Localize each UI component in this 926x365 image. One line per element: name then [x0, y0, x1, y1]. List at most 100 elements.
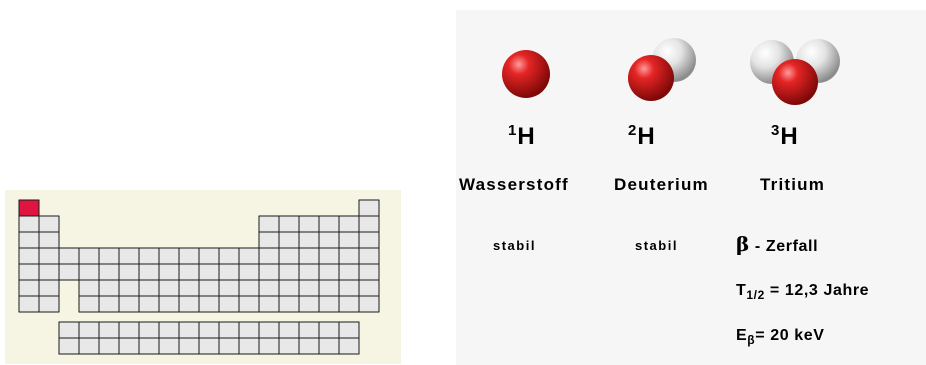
- protium-symbol: 1H: [508, 119, 535, 149]
- isotope-panel: 1H 2H 3H Wasserstoff Deuterium Tritium s…: [456, 10, 926, 365]
- element-cell: [319, 232, 339, 248]
- deuterium-name: Deuterium: [614, 175, 709, 195]
- element-cell: [139, 280, 159, 296]
- element-cell: [99, 264, 119, 280]
- f-block-cell: [319, 338, 339, 354]
- element-cell: [119, 248, 139, 264]
- proton-sphere: [502, 50, 550, 98]
- element-cell: [159, 296, 179, 312]
- element-cell: [239, 296, 259, 312]
- deuterium-stability: stabil: [635, 238, 678, 254]
- f-block-cell: [139, 322, 159, 338]
- half-life-symbol: T: [736, 282, 746, 299]
- f-block-cell: [99, 338, 119, 354]
- f-block-cell: [139, 338, 159, 354]
- element-cell: [319, 296, 339, 312]
- deuterium-atom-illustration: [624, 36, 704, 108]
- element-cell: [279, 232, 299, 248]
- f-block-cell: [219, 322, 239, 338]
- element-cell: [119, 264, 139, 280]
- element-cell: [359, 264, 379, 280]
- element-cell: [279, 264, 299, 280]
- element-cell: [39, 216, 59, 232]
- f-block-cell: [159, 322, 179, 338]
- element-cell: [39, 248, 59, 264]
- element-cell: [279, 216, 299, 232]
- element-cell: [359, 296, 379, 312]
- element-cell: [219, 280, 239, 296]
- element-cell: [199, 296, 219, 312]
- element-cell: [179, 296, 199, 312]
- f-block-cell: [239, 322, 259, 338]
- f-block-cell: [159, 338, 179, 354]
- proton-sphere: [628, 55, 674, 101]
- element-cell: [339, 296, 359, 312]
- element-cell: [299, 216, 319, 232]
- f-block-cell: [319, 322, 339, 338]
- element-symbol: H: [517, 123, 534, 150]
- f-block-cell: [99, 322, 119, 338]
- element-cell: [139, 248, 159, 264]
- element-cell: [19, 264, 39, 280]
- tritium-atom-illustration: [748, 36, 848, 110]
- f-block-cell: [79, 322, 99, 338]
- element-cell: [239, 264, 259, 280]
- element-cell: [319, 216, 339, 232]
- element-cell: [359, 280, 379, 296]
- element-cell: [359, 248, 379, 264]
- element-cell: [339, 264, 359, 280]
- element-cell: [279, 248, 299, 264]
- element-cell: [79, 248, 99, 264]
- element-cell: [179, 248, 199, 264]
- element-cell: [259, 296, 279, 312]
- mass-number: 3: [771, 122, 779, 139]
- f-block-cell: [59, 322, 79, 338]
- element-cell: [199, 264, 219, 280]
- element-cell: [79, 296, 99, 312]
- element-cell: [99, 280, 119, 296]
- element-cell: [159, 280, 179, 296]
- element-cell: [259, 248, 279, 264]
- element-cell: [179, 280, 199, 296]
- element-cell: [39, 296, 59, 312]
- half-life-value: = 12,3 Jahre: [765, 282, 869, 299]
- element-cell: [139, 264, 159, 280]
- element-cell: [239, 280, 259, 296]
- f-block-cell: [299, 338, 319, 354]
- element-cell: [319, 248, 339, 264]
- element-cell: [219, 264, 239, 280]
- f-block-cell: [299, 322, 319, 338]
- element-cell: [119, 296, 139, 312]
- element-cell: [299, 232, 319, 248]
- element-cell: [139, 296, 159, 312]
- element-cell: [299, 296, 319, 312]
- f-block-cell: [259, 338, 279, 354]
- decay-mode-text: - Zerfall: [750, 238, 818, 255]
- f-block-cell: [339, 322, 359, 338]
- protium-stability: stabil: [493, 238, 536, 254]
- element-cell: [259, 280, 279, 296]
- element-cell: [99, 296, 119, 312]
- element-cell: [279, 280, 299, 296]
- energy-value: = 20 keV: [755, 327, 824, 344]
- element-cell: [19, 296, 39, 312]
- f-block-cell: [339, 338, 359, 354]
- element-cell: [259, 232, 279, 248]
- element-cell: [19, 280, 39, 296]
- element-cell: [19, 248, 39, 264]
- f-block-cell: [279, 322, 299, 338]
- f-block-cell: [79, 338, 99, 354]
- f-block-cell: [59, 338, 79, 354]
- element-cell: [39, 280, 59, 296]
- element-cell: [359, 216, 379, 232]
- beta-energy: Eβ= 20 keV: [736, 326, 825, 350]
- f-block-cell: [179, 322, 199, 338]
- mass-number: 1: [508, 122, 516, 139]
- periodic-table: [5, 190, 401, 364]
- f-block-cell: [259, 322, 279, 338]
- element-cell: [339, 280, 359, 296]
- element-cell: [219, 248, 239, 264]
- mass-number: 2: [628, 122, 636, 139]
- f-block-cell: [119, 338, 139, 354]
- half-life: T1/2 = 12,3 Jahre: [736, 281, 869, 305]
